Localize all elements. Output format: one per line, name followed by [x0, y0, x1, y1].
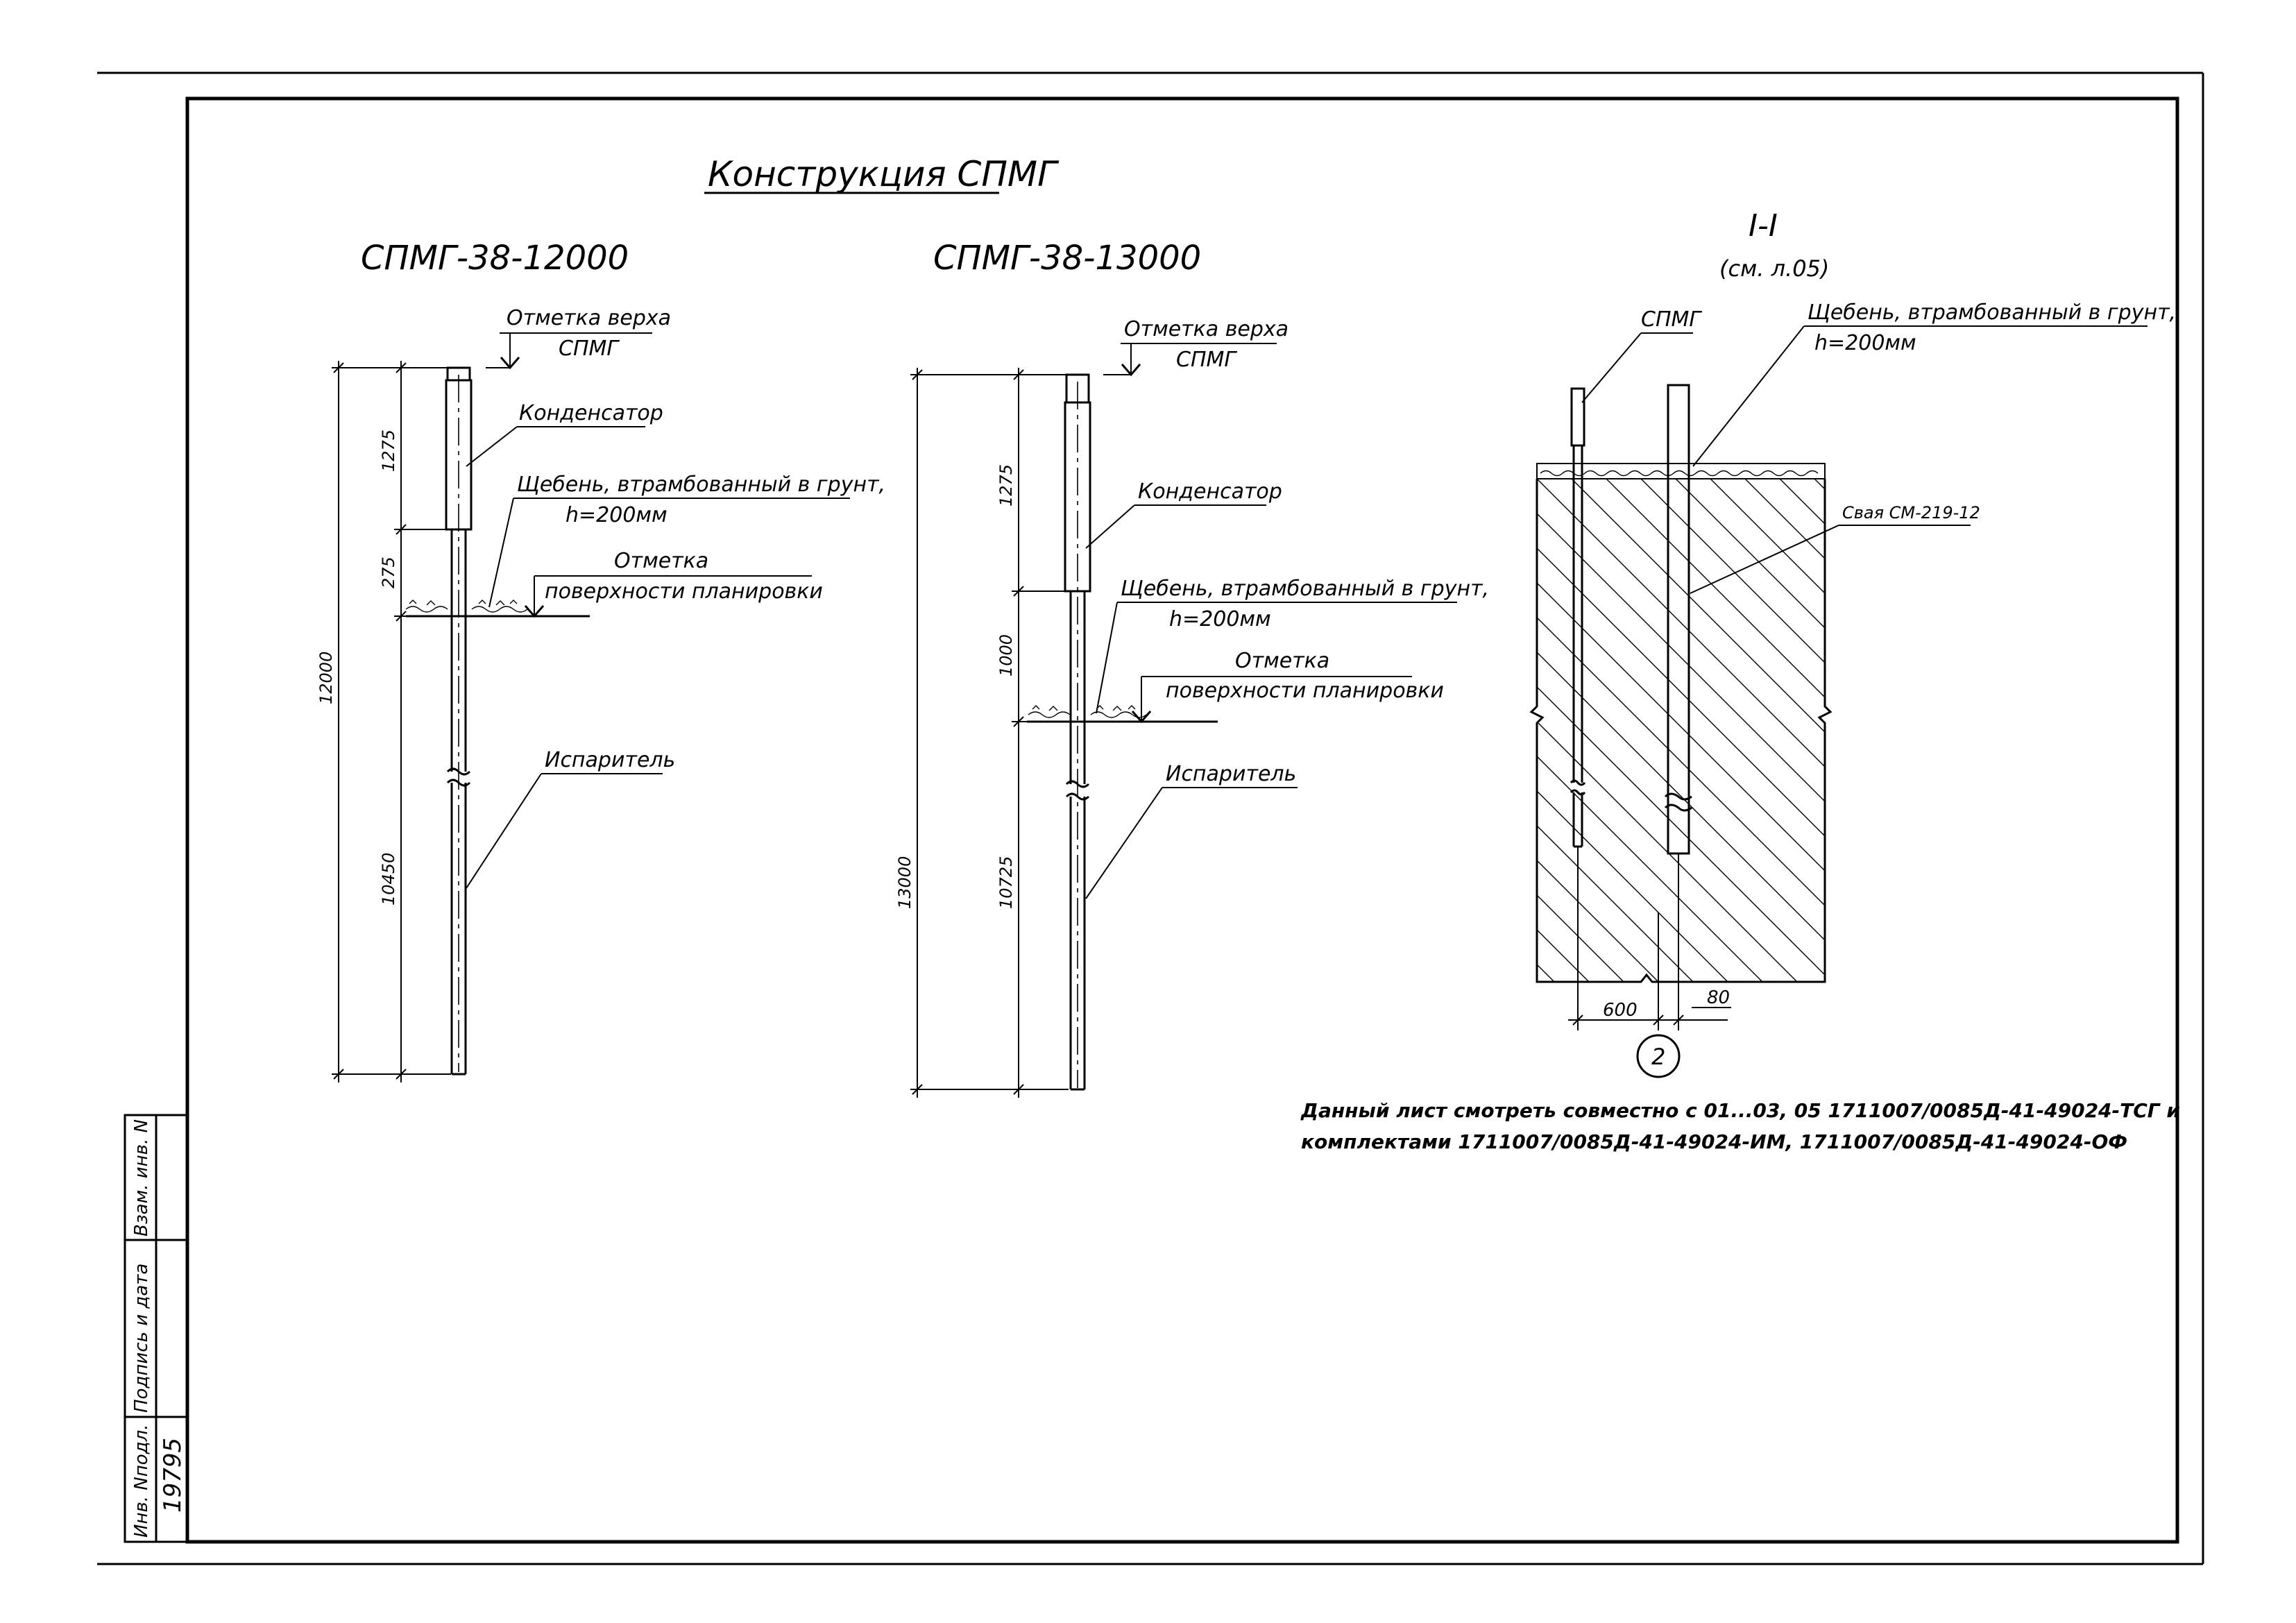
- sheet-frame: [97, 71, 2204, 1565]
- v2-surface-mark-line1: Отметка: [1235, 649, 1329, 673]
- variant-12000-name: СПМГ-38-12000: [361, 239, 629, 278]
- v2-surface-mark-line2: поверхности планировки: [1166, 679, 1444, 703]
- dim-top-13000: 1275: [996, 464, 1016, 507]
- drawing-title: Конструкция СПМГ: [704, 154, 1060, 194]
- v2-gravel-line1: Щебень, втрамбованный в грунт,: [1121, 577, 1489, 601]
- v1-surface-mark-line2: поверхности планировки: [545, 579, 823, 604]
- dim-bottom-12000: 10450: [379, 853, 398, 906]
- variant-13000-name: СПМГ-38-13000: [933, 239, 1201, 278]
- dim-mid-12000: 275: [379, 556, 398, 588]
- stamp-inv-label: Инв. Nподл.: [131, 1424, 152, 1538]
- section-title: I-I: [1749, 208, 1778, 244]
- page-title: Конструкция СПМГ: [708, 154, 1060, 194]
- dim-bottom-13000: 10725: [996, 856, 1016, 909]
- note-line-1: Данный лист смотреть совместно с 01...03…: [1300, 1099, 2180, 1122]
- axis-mark: 2: [1651, 1044, 1665, 1070]
- v2-top-mark-line1: Отметка верха: [1124, 317, 1289, 341]
- general-note: Данный лист смотреть совместно с 01...03…: [1300, 1099, 2180, 1153]
- dim-total-13000: 13000: [895, 856, 915, 909]
- v2-condenser-label: Конденсатор: [1138, 479, 1282, 504]
- soil-hatch: [1537, 479, 1825, 982]
- v2-top-mark-line2: СПМГ: [1176, 348, 1237, 372]
- v2-gravel-line2: h=200мм: [1169, 607, 1271, 631]
- v1-condenser-label: Конденсатор: [519, 401, 663, 425]
- v1-top-mark-line2: СПМГ: [559, 337, 620, 361]
- section-gravel-line2: h=200мм: [1814, 331, 1916, 355]
- section-pile-label: Свая СМ-219-12: [1842, 503, 1980, 522]
- section-spmg-label: СПМГ: [1641, 307, 1702, 332]
- dim-top-12000: 1275: [379, 430, 398, 472]
- v1-surface-mark-line1: Отметка: [614, 549, 708, 573]
- variant-12000: СПМГ-38-12000 12000 1275 275 10450 О: [316, 239, 885, 1082]
- variant-13000: СПМГ-38-13000 13000 1275 1000 10725: [895, 239, 1489, 1098]
- dim-left: 600: [1603, 1000, 1638, 1021]
- section-i-i: I-I (см. л.05): [1529, 208, 2176, 1078]
- dim-right: 80: [1707, 987, 1730, 1008]
- note-line-2: комплектами 1711007/0085Д-41-49024-ИМ, 1…: [1301, 1130, 2127, 1153]
- dim-mid-13000: 1000: [996, 634, 1016, 677]
- v1-evaporator-label: Испаритель: [545, 748, 675, 772]
- section-ref: (см. л.05): [1719, 255, 1829, 282]
- v2-evaporator-label: Испаритель: [1166, 762, 1296, 786]
- stamp-sign-label: Подпись и дата: [131, 1264, 152, 1413]
- v1-gravel-line1: Щебень, втрамбованный в грунт,: [517, 473, 885, 497]
- stamp-inv-number: 19795: [159, 1438, 187, 1513]
- v1-top-mark-line1: Отметка верха: [507, 306, 671, 330]
- section-gravel-line1: Щебень, втрамбованный в грунт,: [1808, 300, 2176, 325]
- side-stamp: Взам. инв. N Подпись и дата Инв. Nподл. …: [124, 1114, 189, 1543]
- v1-gravel-line2: h=200мм: [566, 503, 667, 527]
- stamp-replace-label: Взам. инв. N: [131, 1119, 152, 1237]
- dim-total-12000: 12000: [316, 652, 336, 704]
